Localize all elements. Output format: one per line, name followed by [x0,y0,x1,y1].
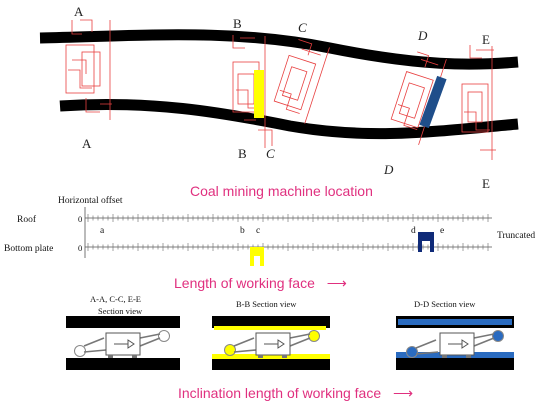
horizontal-offset-label: Horizontal offset [58,195,123,206]
section-aa [66,316,180,370]
section-bb [212,316,330,370]
length-axis-title: Length of working face ⟶ [174,275,347,291]
position-c: c [256,226,260,236]
machine-marker-yellow [250,247,264,266]
tick-zero-bottom: 0 [78,243,82,253]
seam-upper-band [39,29,519,70]
position-b: b [240,226,245,236]
section-aa-title-1: A-A, C-C, E-E [90,294,141,304]
section-bb-title: B-B Section view [236,299,297,309]
section-dd-title: D-D Section view [414,299,476,309]
label-b-bottom: B [238,146,247,161]
support-group-d [390,51,447,145]
top-view: A A B B C C D D E E Coal mining machine … [39,4,519,199]
tick-zero-top: 0 [78,214,82,224]
inclination-axis-title: Inclination length of working face ⟶ [178,385,413,401]
roof-label: Roof [17,214,37,225]
position-a: a [100,226,105,236]
bottom-ticks [87,243,489,251]
shearer-machine-blue [419,75,447,129]
roof-ticks [87,214,489,222]
section-views: A-A, C-C, E-E Section view B-B Section v… [66,294,514,401]
top-view-title: Coal mining machine location [190,183,373,199]
position-d: d [411,226,416,236]
label-c-top: C [298,20,307,35]
support-group-c [273,39,330,124]
seam-lower-band [59,98,519,140]
support-group-e [461,45,496,160]
section-dd [396,316,514,370]
machine-marker-blue [418,232,434,252]
label-a-bottom: A [82,136,92,151]
shearer-machine-yellow [254,70,264,118]
support-group-a [65,19,112,120]
support-group-b [232,35,273,148]
label-e-top: E [482,32,490,47]
truncated-label: Truncated [497,231,535,241]
label-d-top: D [417,28,428,43]
position-e: e [440,226,444,236]
section-aa-title-2: Section view [98,306,143,316]
profile-view: Horizontal offset 0 0 Roof Bottom plate … [4,195,535,291]
label-b-top: B [233,16,242,31]
label-c-bottom: C [266,146,275,161]
bottom-plate-label: Bottom plate [4,244,53,254]
label-a-top: A [74,4,84,19]
label-e-bottom: E [482,176,490,191]
label-d-bottom: D [383,162,394,177]
